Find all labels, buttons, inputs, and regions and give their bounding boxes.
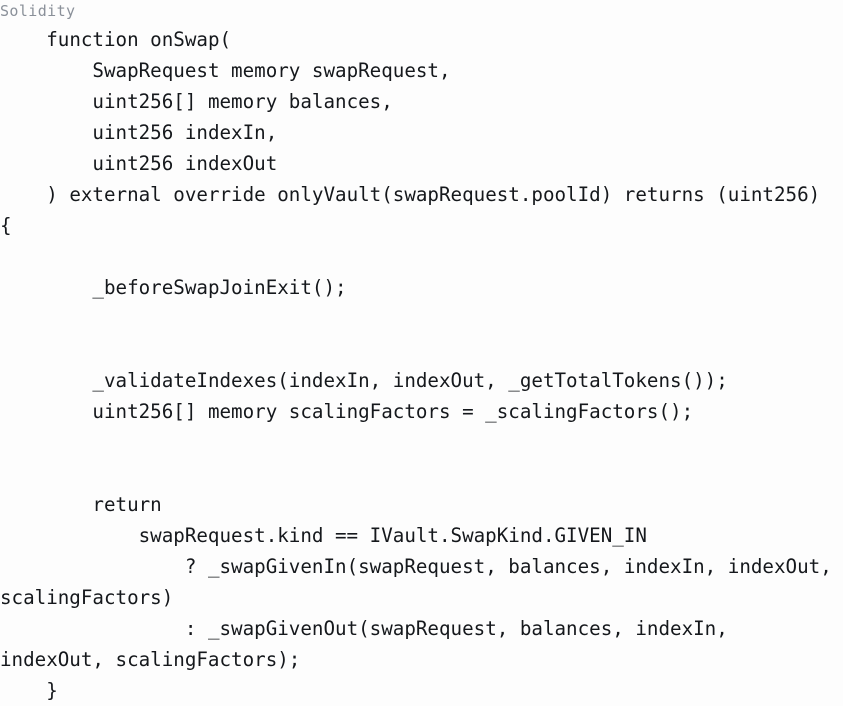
language-label: Solidity <box>0 2 76 20</box>
code-content[interactable]: function onSwap( SwapRequest memory swap… <box>0 28 832 702</box>
code-block: Solidity function onSwap( SwapRequest me… <box>0 2 832 702</box>
